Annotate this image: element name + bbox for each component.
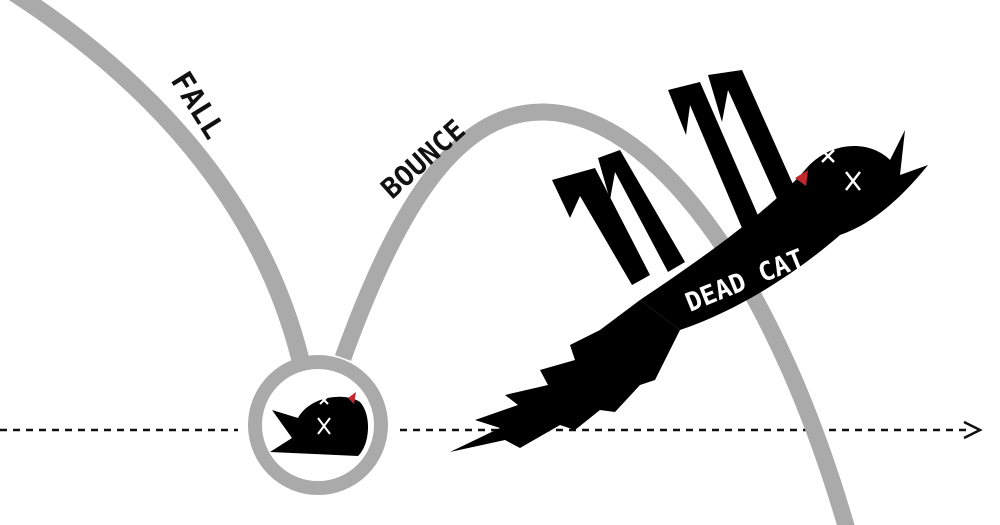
cat-leg	[552, 168, 650, 285]
cat-tongue	[795, 170, 808, 186]
cat-leg	[708, 70, 800, 210]
arrow-head-icon	[963, 420, 983, 440]
small-cat-icon	[270, 392, 369, 456]
fall-path	[8, 0, 309, 361]
cat-tail	[450, 300, 680, 452]
cat-body	[640, 130, 928, 330]
dead-cat-figure: DEAD CAT	[450, 70, 928, 452]
x-eyes-icon	[821, 149, 861, 191]
bounce-path	[335, 103, 855, 525]
cat-leg	[598, 150, 685, 272]
cat-leg	[668, 82, 760, 228]
